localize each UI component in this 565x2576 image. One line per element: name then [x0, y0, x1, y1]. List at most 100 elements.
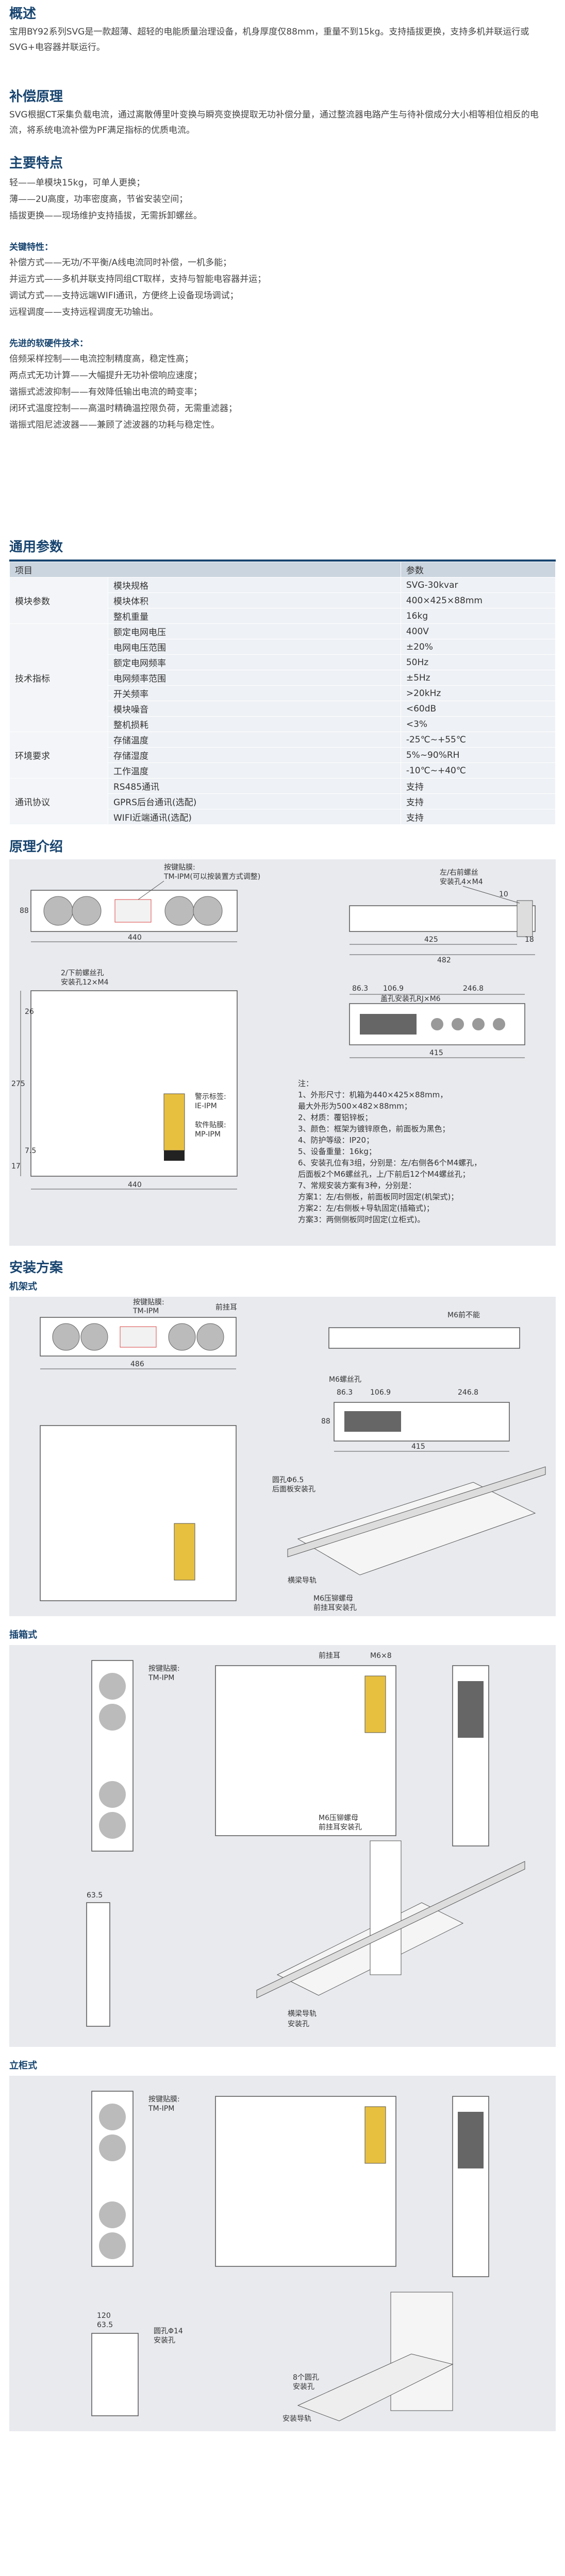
param-name: 整机重量 — [108, 608, 401, 624]
param-value: 400×425×88mm — [400, 592, 556, 608]
dim-486: 486 — [130, 1360, 144, 1368]
dim-425: 425 — [424, 936, 438, 944]
param-name: 电网电压范围 — [108, 639, 401, 655]
compensation-text: SVG根据CT采集负载电流，通过离散傅里叶变换与瞬亮变换提取无功补偿分量，通过整… — [9, 110, 539, 135]
param-value: 50Hz — [400, 654, 556, 670]
note-line: 方案1：左/右侧板，前面板同时固定(机架式)； — [298, 1192, 458, 1201]
params-category: 通讯协议 — [9, 778, 108, 825]
param-name: 额定电网频率 — [108, 654, 401, 670]
dim-415: 415 — [429, 1049, 443, 1057]
params-divider — [9, 560, 556, 562]
overview-title: 概述 — [9, 6, 37, 22]
rack-m6c-label: M6压铆螺母 — [313, 1595, 353, 1603]
spec-notes: 注： 1、外形尺寸：机箱为440×425×88mm， 最大外形为500×482×… — [298, 1079, 481, 1224]
param-value: >20kHz — [400, 685, 556, 701]
drawer-keep-sub: TM-IPM — [148, 1674, 174, 1682]
param-name: 存储温度 — [108, 732, 401, 748]
param-name: 额定电网电压 — [108, 623, 401, 639]
front-view: 440 88 按键贴膜: TM-IPM(可以按装置方式调整) — [20, 863, 260, 942]
dim-26: 26 — [25, 1008, 34, 1016]
drawer-dim-63: 63.5 — [87, 1891, 103, 1900]
product-detail-page: 概述 宝用BY92系列SVG是一款超薄、超轻的电能质量治理设备，机身厚度仅88m… — [9, 6, 556, 2431]
keep-sub: TM-IPM(可以按装置方式调整) — [163, 873, 260, 881]
cabinet-dim-63: 63.5 — [97, 2321, 113, 2329]
key-features-title: 关键特性： — [9, 242, 53, 252]
param-name: 模块体积 — [108, 592, 401, 608]
cabinet-keep-sub: TM-IPM — [148, 2105, 174, 2113]
note-line: 方案3：两侧侧板同时固定(立柜式)。 — [298, 1215, 425, 1224]
param-value: ±20% — [400, 639, 556, 655]
cabinet-hole3-label: 8个圆孔 — [293, 2374, 319, 2382]
param-value: ±5Hz — [400, 670, 556, 686]
params-title: 通用参数 — [9, 539, 63, 555]
principle-drawing-panel: 440 88 按键贴膜: TM-IPM(可以按装置方式调整) 425 482 1… — [9, 859, 556, 1246]
note-line: 6、安装孔位有3组，分别是：左/右侧各6个M4螺孔， — [298, 1158, 481, 1167]
cabinet-caption: 立柜式 — [9, 2060, 37, 2071]
drawer-rail2-label: 安装孔 — [288, 2020, 309, 2028]
mount-hole-sub: 安装孔4×M4 — [440, 878, 483, 886]
param-value: <3% — [400, 716, 556, 732]
rack-rail-label: 横梁导轨 — [288, 1577, 317, 1585]
note-line: 1、外形尺寸：机箱为440×425×88mm， — [298, 1090, 447, 1099]
drawer-caption: 插箱式 — [9, 1630, 37, 1640]
cabinet-keep-label: 按键贴膜: — [148, 2095, 180, 2104]
drawer-rail-label: 横梁导轨 — [288, 2010, 317, 2018]
principle-title: 原理介绍 — [9, 839, 63, 855]
cabinet-hole-label: 圆孔Φ14 — [154, 2327, 183, 2335]
cabinet-hole4-label: 安装孔 — [293, 2383, 314, 2391]
param-value: 400V — [400, 623, 556, 639]
soft-label: 软件贴膜: — [195, 1121, 226, 1129]
param-name: 存储湿度 — [108, 747, 401, 763]
tech-features-title: 先进的软硬件技术： — [9, 338, 88, 349]
dim-88: 88 — [20, 907, 29, 915]
cabinet-drawing: 按键贴膜: TM-IPM 120 63.5 圆孔Φ14 安装孔 8个圆孔 安装孔… — [91, 2091, 489, 2423]
dim-17: 17 — [11, 1162, 21, 1171]
feature-item: 薄——2U高度，功率密度高，节省安装空间； — [9, 194, 188, 205]
soft-sub: MP-IPM — [195, 1130, 221, 1139]
dim-86: 86.3 — [352, 985, 368, 993]
drawer-keep-label: 按键贴膜: — [148, 1665, 180, 1673]
cabinet-dim-120: 120 — [97, 2312, 111, 2320]
rack-dim-88: 88 — [321, 1417, 330, 1426]
tech-feature-item: 谐振式滤波抑制——有效降低输出电流的畸变率； — [9, 387, 202, 397]
dim-275: 275 — [11, 1080, 25, 1088]
param-value: -10℃~+40℃ — [400, 762, 556, 778]
dim-440: 440 — [128, 934, 142, 942]
params-header-item: 项目 — [9, 562, 401, 578]
tech-feature-item: 谐振式阻尼滤波器——兼顾了滤波器的功耗与稳定性。 — [9, 420, 220, 430]
key-feature-item: 调试方式——支持远端WIFI通讯，方便终上设备现场调试； — [9, 291, 239, 301]
note-line: 注： — [298, 1079, 313, 1088]
mount-hole2-sub: 安装孔12×M4 — [61, 978, 109, 987]
param-value: 16kg — [400, 608, 556, 624]
rack-dim-246: 246.8 — [458, 1388, 478, 1397]
param-name: 模块规格 — [108, 577, 401, 593]
param-value: <60dB — [400, 701, 556, 717]
param-name: GPRS后台通讯(选配) — [108, 793, 401, 809]
drawer-drawing: 按键贴膜: TM-IPM 前挂耳 M6×8 M6压铆螺母 前挂耳安装孔 63.5… — [86, 1651, 525, 2028]
feature-item: 插拔更换——现场维护支持插拔，无需拆卸螺丝。 — [9, 211, 202, 221]
drawer-drawing-panel: 按键贴膜: TM-IPM 前挂耳 M6×8 M6压铆螺母 前挂耳安装孔 63.5… — [9, 1645, 556, 2047]
param-name: 电网频率范围 — [108, 670, 401, 686]
drawer-m6-label: M6×8 — [370, 1652, 392, 1660]
principle-drawing: 440 88 按键贴膜: TM-IPM(可以按装置方式调整) 425 482 1… — [11, 863, 536, 1224]
params-category: 模块参数 — [9, 577, 108, 624]
rack-dim-106: 106.9 — [370, 1388, 391, 1397]
note-line: 方案2：左/右侧板+导轨固定(插箱式)； — [298, 1204, 434, 1213]
param-name: WIFI近端通讯(选配) — [108, 809, 401, 825]
warn-label: 警示标签: — [195, 1092, 226, 1101]
rack-front-label: 前挂耳 — [215, 1303, 237, 1312]
mount-hole2-label: 2/下前螺丝孔 — [61, 969, 104, 977]
warn-sub: IE-IPM — [195, 1102, 217, 1110]
top-view: 275 17 7.5 26 440 2/下前螺丝孔 安装孔12×M4 警示标签:… — [11, 969, 238, 1190]
dim-10: 10 — [499, 890, 508, 899]
drawer-front-label: 前挂耳 — [319, 1651, 340, 1660]
params-category: 技术指标 — [9, 623, 108, 732]
note-line: 7、常规安装方案有3种，分别是： — [298, 1181, 416, 1190]
dim-106: 106.9 — [383, 985, 404, 993]
side-view: 425 482 10 18 左/右前螺丝 安装孔4×M4 — [349, 868, 536, 964]
rack-keep-sub: TM-IPM — [132, 1307, 159, 1315]
param-name: 工作温度 — [108, 762, 401, 778]
rack-drawing-panel: 486 按键贴膜: TM-IPM 前挂耳 M6前不能 M6螺丝孔 86.3 10… — [9, 1297, 556, 1616]
cabinet-rail-label: 安装导轨 — [282, 2415, 311, 2423]
